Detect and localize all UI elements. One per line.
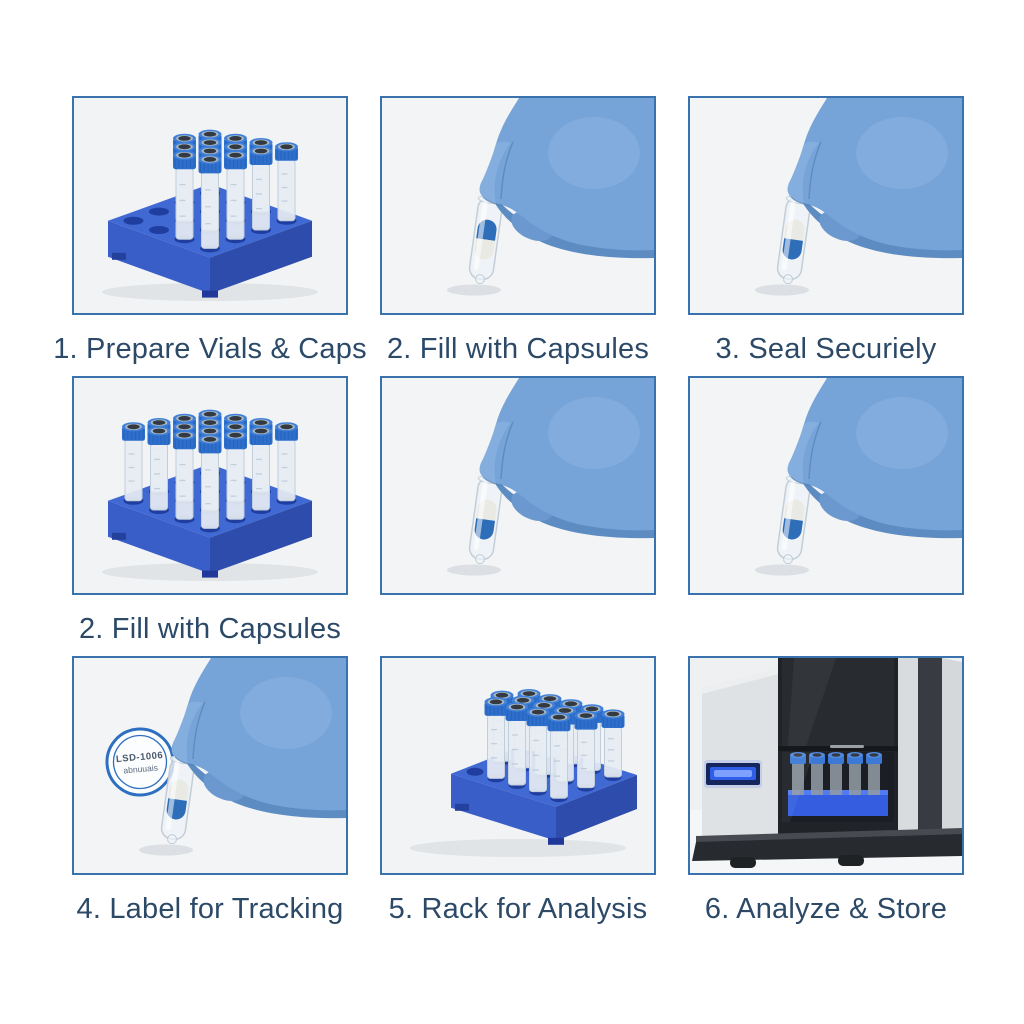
foot [730,857,756,868]
capped-vial [224,150,247,240]
door-handle [830,745,864,748]
step-panel-6 [688,376,964,656]
step-image-frame [72,96,348,315]
gloved-hand [171,658,346,819]
capped-vial [505,702,529,786]
capped-vial [147,426,171,511]
vial-rack-square-illustration [74,98,346,313]
step-image-frame [380,96,656,315]
capped-vial [574,711,598,789]
step-caption: 5. Rack for Analysis [388,893,648,925]
capped-vial [224,430,247,520]
capped-vial [249,146,273,231]
capped-vial [198,434,222,529]
gloved-hand-vial-illustration [382,98,654,313]
vial-rack-square-illustration [74,378,346,593]
gloved-hand [479,378,654,539]
step-panel-2: 2. Fill with Capsules [380,96,656,376]
gloved-hand-vial-illustration [382,378,654,593]
capped-vial [526,707,550,793]
step-panel-5 [380,376,656,656]
step-caption: 1. Prepare Vials & Caps [53,333,367,365]
capped-vial [198,154,222,249]
step-caption: 6. Analyze & Store [704,893,948,925]
step-image-frame [688,376,964,595]
step-caption [380,595,656,660]
capped-vial [122,422,145,502]
capped-vial [601,709,625,778]
gloved-hand-vial-illustration [690,98,962,313]
step-caption: 2. Fill with Capsules [78,613,342,645]
step-panel-4: 2. Fill with Capsules [72,376,348,656]
step-caption: 4. Label for Tracking [76,893,344,925]
vial-rack-wide-illustration [382,658,654,873]
analyzer-instrument-illustration [690,658,962,873]
step-image-frame [380,376,656,595]
capped-vial [249,426,273,511]
gloved-hand [787,378,962,539]
step-image-frame [380,656,656,875]
step-panel-1: 1. Prepare Vials & Caps [53,96,367,376]
upper-window [782,658,894,746]
step-panel-8: 5. Rack for Analysis [380,656,656,936]
capped-vial [173,150,196,240]
vial-rack-wide [451,689,637,845]
step-panel-9: 6. Analyze & Store [688,656,964,936]
panel-grid: 1. Prepare Vials & Caps 2. Fill with Cap… [53,96,964,936]
step-panel-3: 3. Seal Securiely [688,96,964,376]
step-image-frame [688,96,964,315]
analyzer [692,658,962,868]
capped-vial [484,697,508,779]
step-image-frame [72,376,348,595]
vial-rack-square [108,129,312,298]
label-sub-text: abnuuais [123,762,158,775]
step-caption: 2. Fill with Capsules [386,333,650,365]
vial-rack-square [108,409,312,578]
capped-vial [173,430,196,520]
label-code-text: LSD-1006 [116,750,164,765]
capped-vial [275,142,298,222]
gloved-hand [479,98,654,259]
foot [838,855,864,866]
step-caption [688,595,964,660]
step-caption: 3. Seal Securiely [715,333,937,365]
gloved-hand-vial-illustration [690,378,962,593]
capped-vial [275,422,298,502]
base-plinth [692,834,962,861]
capped-vial [547,712,571,799]
step-image-frame [688,656,964,875]
gloved-hand [787,98,962,259]
